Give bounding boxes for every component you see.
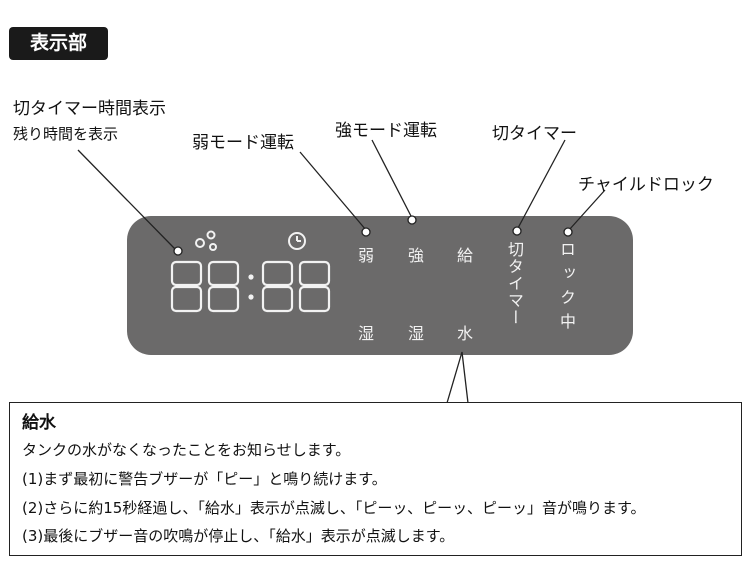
leader-line-timer-time — [77, 149, 177, 251]
label-child-lock: チャイルドロック — [578, 175, 714, 195]
label-off-timer: 切タイマー — [492, 124, 577, 144]
digit-3 — [261, 260, 294, 313]
indicator-dot-lock — [563, 227, 573, 237]
callout-title: 給水 — [22, 413, 56, 433]
label-strong-mode: 強モード運転 — [335, 121, 437, 141]
indicator-dot-weak — [361, 227, 371, 237]
colon-separator — [248, 274, 254, 300]
leader-line-weak — [299, 151, 367, 231]
droplets-icon — [195, 230, 217, 251]
panel-supply: 給 — [457, 246, 474, 265]
seven-segment-display — [170, 260, 331, 313]
label-off-timer-time: 切タイマー時間表示 — [13, 99, 166, 119]
panel-water: 水 — [457, 324, 474, 343]
panel-humid-weak: 湿 — [358, 324, 375, 343]
callout-line-1: タンクの水がなくなったことをお知らせします。 — [22, 441, 351, 459]
leader-line-off-timer — [517, 139, 566, 229]
callout-line-2: (1)まず最初に警告ブザーが「ピー」と鳴り続けます。 — [22, 470, 387, 488]
indicator-dot-off-timer — [512, 226, 522, 236]
label-remaining-time: 残り時間を表示 — [13, 125, 119, 143]
leader-line-strong — [371, 139, 413, 219]
clock-icon — [288, 232, 306, 250]
panel-lock-vertical: ロック中 — [557, 241, 576, 337]
label-weak-mode: 弱モード運転 — [192, 133, 294, 153]
callout-line-3: (2)さらに約15秒経過し、「給水」表示が点滅し、「ピーッ、ピーッ、ピーッ」音が… — [22, 499, 646, 517]
panel-strong: 強 — [408, 246, 425, 265]
digit-4 — [298, 260, 331, 313]
indicator-dot-timer — [173, 246, 183, 256]
digit-2 — [207, 260, 240, 313]
section-title: 表示部 — [9, 27, 108, 60]
leader-line-lock — [568, 189, 606, 231]
callout-box — [9, 402, 742, 556]
callout-line-4: (3)最後にブザー音の吹鳴が停止し、「給水」表示が点滅します。 — [22, 527, 455, 545]
digit-1 — [170, 260, 203, 313]
callout-pointer — [446, 351, 469, 404]
indicator-dot-strong — [407, 215, 417, 225]
panel-off-timer-vertical: 切タイマー — [505, 241, 524, 326]
panel-humid-strong: 湿 — [408, 324, 425, 343]
panel-weak: 弱 — [358, 246, 375, 265]
